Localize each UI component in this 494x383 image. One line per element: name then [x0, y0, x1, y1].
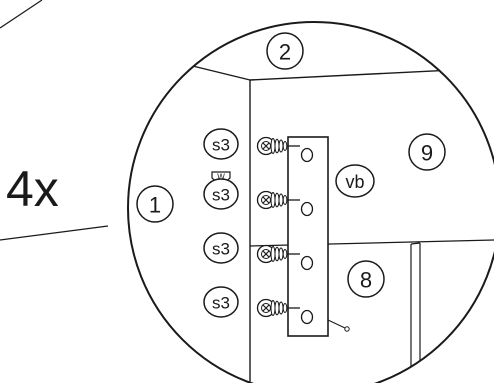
bracket-callout: vb	[335, 164, 375, 198]
panel-label-8: 8	[360, 268, 372, 293]
detail-view: s3 W s3 s3 s3 vb	[127, 21, 494, 383]
quantity-multiplier: 4x	[6, 161, 59, 217]
bracket-label: vb	[345, 172, 364, 192]
screw-callout-2: s3	[203, 178, 239, 210]
panel-callout-8: 8	[347, 260, 385, 298]
screw-callouts: s3 W s3 s3 s3	[203, 128, 239, 318]
screw-callout-4: s3	[203, 286, 239, 318]
panel-callout-2: 2	[266, 32, 304, 70]
panel-label-2: 2	[279, 40, 291, 65]
screw-callout-label: s3	[212, 240, 230, 259]
panel-callout-9: 9	[408, 133, 446, 171]
screw-callout-1: s3	[203, 128, 239, 160]
mounting-bracket	[287, 136, 350, 337]
panel-label-1: 1	[149, 193, 161, 218]
screw-callout-3: s3	[203, 232, 239, 264]
tool-label: W	[217, 173, 225, 182]
panel-label-9: 9	[421, 141, 433, 166]
screw-callout-label: s3	[212, 294, 230, 313]
context-lines	[0, 0, 109, 241]
screw-callout-label: s3	[212, 186, 230, 205]
screw-callout-label: s3	[212, 136, 230, 155]
panel-callout-1: 1	[136, 185, 174, 223]
